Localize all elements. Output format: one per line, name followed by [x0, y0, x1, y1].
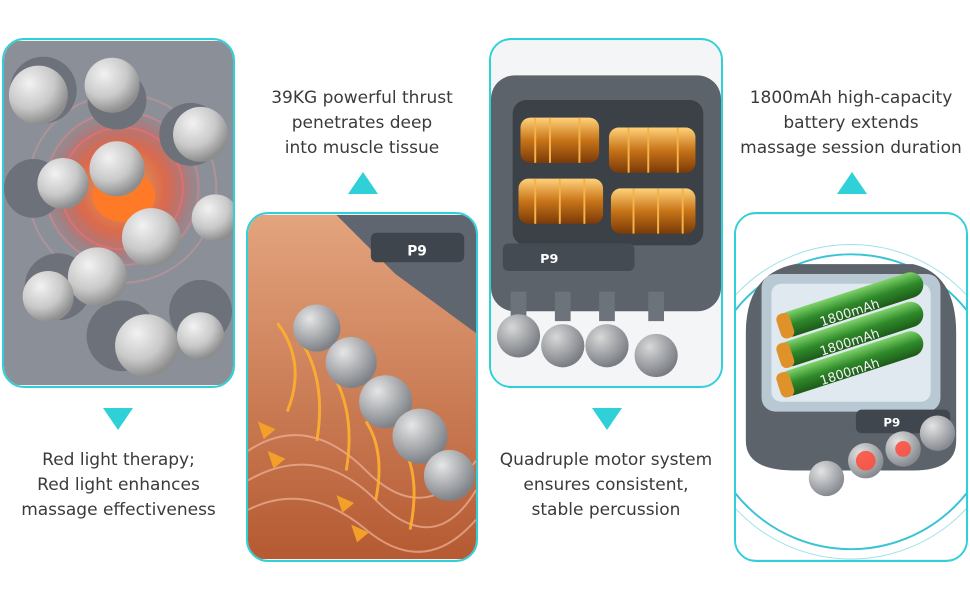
caption-line: 1800mAh high-capacity [749, 88, 953, 108]
battery-illustration: 1800mAh 1800mAh 1800mAh P9 [736, 214, 966, 560]
caption-line: stable percussion [531, 500, 681, 520]
feature-caption-motors: Quadruple motor system ensures consisten… [489, 448, 723, 523]
thrust-illustration: P9 [248, 215, 476, 559]
caption-line: massage session duration [740, 138, 962, 158]
device-display: P9 [540, 252, 558, 267]
caption-line: penetrates deep [291, 113, 433, 133]
caption-line: 39KG powerful thrust [271, 88, 453, 108]
feature-arrow-down-1 [103, 408, 133, 430]
caption-line: battery extends [783, 113, 919, 133]
feature-image-red-light [2, 38, 235, 388]
feature-arrow-up-2 [348, 172, 378, 194]
device-display: P9 [407, 243, 427, 259]
motor-illustration: P9 [491, 40, 721, 386]
feature-caption-red-light: Red light therapy; Red light enhances ma… [2, 448, 235, 523]
feature-image-motors: P9 [489, 38, 723, 388]
caption-line: Red light enhances [37, 475, 200, 495]
feature-caption-thrust: 39KG powerful thrust penetrates deep int… [246, 86, 478, 161]
caption-line: Quadruple motor system [499, 450, 713, 470]
red-light-illustration [4, 41, 233, 385]
feature-caption-battery: 1800mAh high-capacity battery extends ma… [734, 86, 968, 161]
device-display: P9 [883, 415, 900, 429]
caption-line: Red light therapy; [42, 450, 195, 470]
feature-arrow-down-3 [592, 408, 622, 430]
caption-line: ensures consistent, [523, 475, 689, 495]
caption-line: massage effectiveness [21, 500, 216, 520]
feature-image-battery: 1800mAh 1800mAh 1800mAh P9 [734, 212, 968, 562]
feature-image-thrust: P9 [246, 212, 478, 562]
caption-line: into muscle tissue [284, 138, 440, 158]
feature-arrow-up-4 [837, 172, 867, 194]
